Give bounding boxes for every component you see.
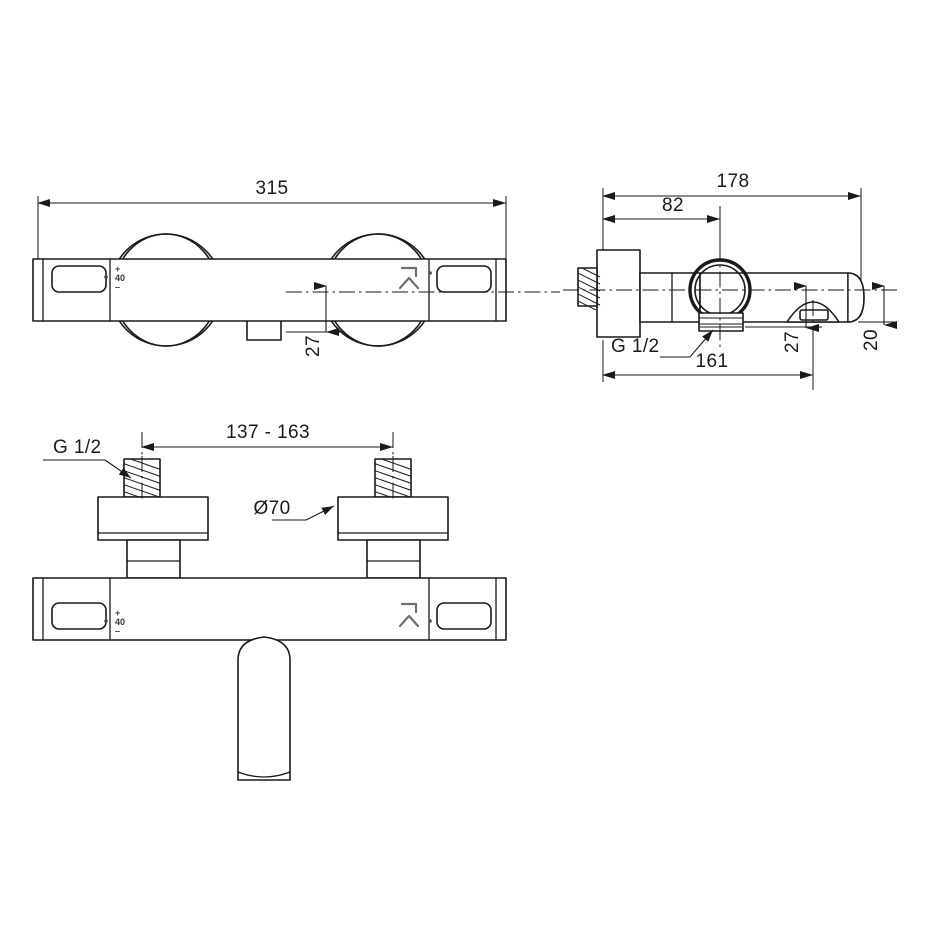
dimension-value-20: 20 <box>861 329 882 351</box>
dimension-overall-projection: 178 <box>602 171 862 295</box>
front-diverter-arrow-icon <box>398 602 432 628</box>
dimension-inlet-centres: 137 - 163 <box>141 422 394 470</box>
callout-value-g12-front: G 1/2 <box>53 437 101 458</box>
dimension-value-178: 178 <box>717 171 750 192</box>
dimension-outlet-drop: 27 <box>745 282 822 353</box>
front-right-rosette <box>337 496 449 541</box>
callout-rosette-diameter: Ø70 <box>253 498 335 521</box>
top-view-group: 315 + 40 – <box>32 178 560 357</box>
top-diverter-dot-icon <box>428 271 432 275</box>
dimension-value-315: 315 <box>256 178 289 199</box>
front-spout <box>237 636 291 781</box>
side-view-group: 178 82 <box>563 171 900 390</box>
front-view-group: 137 - 163 <box>32 422 507 781</box>
dimension-value-27-top: 27 <box>303 335 324 357</box>
callout-value-diameter-70: Ø70 <box>253 498 290 519</box>
top-temperature-markings: + 40 – <box>104 264 125 292</box>
side-spout-end-cap <box>847 272 865 323</box>
dimension-value-82: 82 <box>662 195 684 216</box>
dimension-overall-length: 315 <box>37 178 507 262</box>
top-marking-temp: 40 <box>115 273 125 283</box>
dimension-spout-tip-height: 20 <box>858 282 897 351</box>
dimension-value-137-163: 137 - 163 <box>226 422 310 443</box>
dimension-spout-length: 161 <box>602 340 814 382</box>
dimension-value-161: 161 <box>696 351 729 372</box>
top-marking-plus: + <box>115 264 120 274</box>
front-inlet-right <box>337 456 449 594</box>
side-handwheel-body <box>596 249 641 338</box>
front-left-rosette <box>97 496 209 541</box>
top-lever-grip-left <box>51 265 107 293</box>
front-inlet-left <box>97 456 209 594</box>
front-marking-plus: + <box>115 608 120 618</box>
side-thread-hatching <box>578 268 601 310</box>
top-marking-minus: – <box>115 282 120 292</box>
callout-value-g12-side: G 1/2 <box>611 336 659 357</box>
front-right-neck <box>366 539 421 579</box>
front-lever-grip-left <box>51 602 107 630</box>
top-indicator-dot-icon <box>104 275 108 279</box>
dimension-value-27-side: 27 <box>782 331 803 353</box>
front-lever-grip-right <box>436 602 492 630</box>
dimension-outlet-offset: 27 <box>286 282 345 357</box>
front-left-neck <box>126 539 181 579</box>
top-diverter-arrow-icon <box>398 266 432 290</box>
front-temperature-markings: + 40 – <box>104 608 125 636</box>
front-marking-minus: – <box>115 626 120 636</box>
top-lever-grip-right <box>436 265 492 293</box>
front-body-bar <box>32 577 507 641</box>
side-outlet-nipple <box>698 312 744 332</box>
front-diverter-dot-icon <box>428 619 432 623</box>
side-outlet-thread-hatching <box>699 317 743 325</box>
callout-thread-side: G 1/2 <box>611 326 742 358</box>
front-spout-outlet-ellipse <box>237 771 291 778</box>
top-body-bar <box>32 258 507 322</box>
callout-thread-front: G 1/2 <box>43 437 132 479</box>
front-indicator-dot-icon <box>104 619 108 623</box>
front-marking-temp: 40 <box>115 617 125 627</box>
